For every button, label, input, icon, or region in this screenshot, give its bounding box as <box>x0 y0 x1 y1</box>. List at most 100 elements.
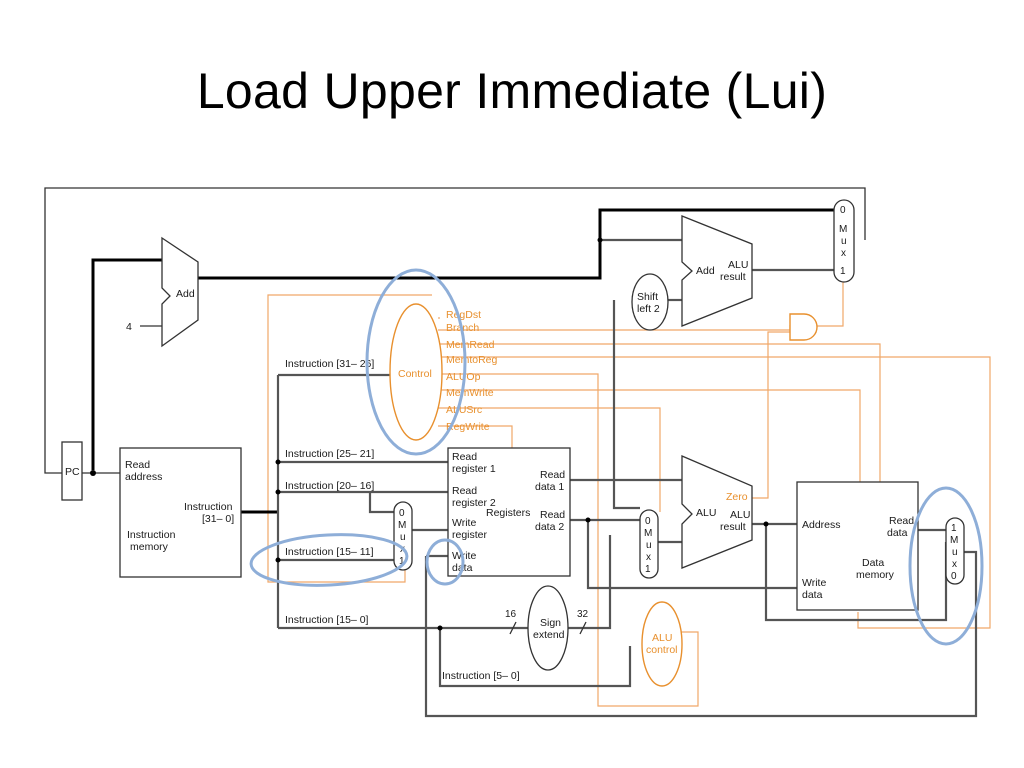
im-bits-label: [31– 0] <box>202 513 234 525</box>
register-file <box>447 447 571 577</box>
const-four: 4 <box>126 321 132 333</box>
pcsrc-mux-x: x <box>841 248 846 259</box>
memtoreg-mux-1: 1 <box>951 523 957 534</box>
alu-result-a: ALU <box>730 509 750 521</box>
data-memory <box>796 481 919 611</box>
dm-name-b: memory <box>856 569 895 581</box>
dm-name-a: Data <box>862 557 884 569</box>
rf-name: Registers <box>486 507 530 519</box>
junction-dots <box>90 237 769 631</box>
highlight-write-data <box>425 538 465 586</box>
branch-add-label: Add <box>696 265 715 277</box>
control-label: Control <box>398 368 432 380</box>
alu-control-b: control <box>646 644 678 656</box>
sig-regwrite: RegWrite <box>446 421 490 433</box>
pc-register <box>61 441 83 501</box>
instruction-wires <box>241 373 978 718</box>
slide-title: Load Upper Immediate (Lui) <box>196 63 828 119</box>
alu-control-a: ALU <box>652 632 672 644</box>
pc-label: PC <box>65 466 80 478</box>
alusrc-mux <box>639 509 659 579</box>
im-name-1: Instruction <box>127 529 176 541</box>
field-20-16: Instruction [20– 16] <box>285 480 374 492</box>
sig-memtoreg: MemtoReg <box>446 354 498 366</box>
pcsrc-mux-m: M <box>839 224 847 235</box>
alusrc-mux-x: x <box>646 552 651 563</box>
alu-zero-label: Zero <box>726 491 748 503</box>
shift-left-2 <box>631 273 669 331</box>
rf-read-reg2-a: Read <box>452 485 477 497</box>
sig-alusrc: ALUSrc <box>446 404 482 416</box>
alusrc-mux-0: 0 <box>645 516 651 527</box>
regdst-mux-1: 1 <box>399 556 405 567</box>
branch-result-label: result <box>720 271 746 283</box>
pc-adder <box>161 236 199 348</box>
highlight-control <box>365 268 467 456</box>
regdst-mux-m: M <box>398 520 406 531</box>
regdst-mux-u: u <box>400 532 406 543</box>
dm-write-b: data <box>802 589 823 601</box>
sign-in-bits: 16 <box>505 609 517 620</box>
branch-and-gate <box>789 313 818 341</box>
sign-extend <box>527 585 569 671</box>
rf-read-reg1-b: register 1 <box>452 463 496 475</box>
regdst-mux-0: 0 <box>399 508 405 519</box>
rf-read-data2-a: Read <box>540 509 565 521</box>
dm-write-a: Write <box>802 577 826 589</box>
highlight-field-15-11 <box>249 533 409 587</box>
sign-extend-b: extend <box>533 629 565 641</box>
alu-label: ALU <box>696 507 716 519</box>
im-read-label-2: address <box>125 471 162 483</box>
rf-read-data1-b: data 1 <box>535 481 564 493</box>
sig-memwrite: MemWrite <box>446 387 494 399</box>
im-read-label-1: Read <box>125 459 150 471</box>
dm-address: Address <box>802 519 841 531</box>
control-unit <box>389 303 443 441</box>
memtoreg-mux-x: x <box>952 559 957 570</box>
im-name-2: memory <box>130 541 169 553</box>
rf-read-data1-a: Read <box>540 469 565 481</box>
main-alu <box>681 455 753 569</box>
pcsrc-mux-1: 1 <box>840 266 846 277</box>
alusrc-mux-m: M <box>644 528 652 539</box>
rf-write-data-a: Write <box>452 550 476 562</box>
alusrc-mux-1: 1 <box>645 564 651 575</box>
sign-extend-a: Sign <box>540 617 561 629</box>
memtoreg-mux-u: u <box>952 547 958 558</box>
field-15-0: Instruction [15– 0] <box>285 614 369 626</box>
im-instruction-label: Instruction <box>184 501 233 513</box>
pc-adder-label: Add <box>176 288 195 300</box>
memtoreg-mux-0: 0 <box>951 571 957 582</box>
instruction-memory <box>119 447 242 578</box>
pcsrc-mux <box>833 199 855 283</box>
dm-read-b: data <box>887 527 908 539</box>
rf-write-reg-b: register <box>452 529 488 541</box>
pcsrc-mux-0: 0 <box>840 205 846 216</box>
field-25-21: Instruction [25– 21] <box>285 448 374 460</box>
highlight-memtoreg-mux <box>908 486 984 646</box>
alu-control <box>641 601 683 687</box>
branch-adder <box>681 215 753 327</box>
alu-result-b: result <box>720 521 746 533</box>
field-31-26: Instruction [31– 26] <box>285 358 374 370</box>
dm-read-a: Read <box>889 515 914 527</box>
memtoreg-mux-m: M <box>950 535 958 546</box>
control-signal-labels: RegDst Branch MemRead MemtoReg ALUOp Mem… <box>446 309 498 433</box>
sign-out-bits: 32 <box>577 609 589 620</box>
rf-read-reg1-a: Read <box>452 451 477 463</box>
pcsrc-mux-u: u <box>841 236 847 247</box>
highlight-annotations <box>249 268 984 646</box>
branch-alu-label: ALU <box>728 259 748 271</box>
field-5-0: Instruction [5– 0] <box>442 670 520 682</box>
sig-memread: MemRead <box>446 339 495 351</box>
sig-regdst: RegDst <box>446 309 481 321</box>
memtoreg-mux <box>945 517 965 585</box>
shift-left-a: Shift <box>637 291 658 303</box>
rf-read-data2-b: data 2 <box>535 521 564 533</box>
rf-read-reg2-b: register 2 <box>452 497 496 509</box>
shift-left-b: left 2 <box>637 303 660 315</box>
alusrc-mux-u: u <box>646 540 652 551</box>
field-15-11: Instruction [15– 11] <box>285 546 374 558</box>
rf-write-reg-a: Write <box>452 517 476 529</box>
